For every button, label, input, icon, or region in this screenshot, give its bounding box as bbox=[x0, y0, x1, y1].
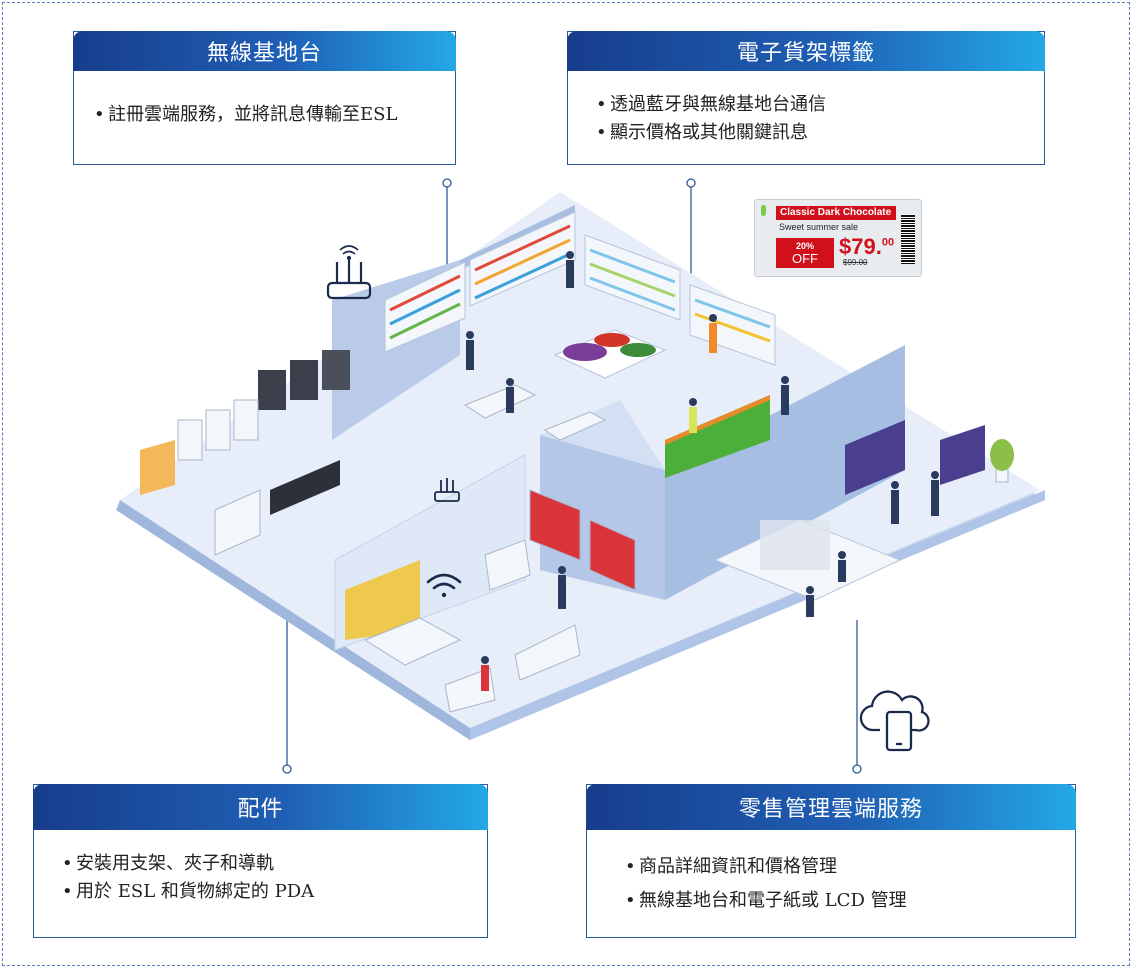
appliances bbox=[140, 350, 350, 556]
card-esl: 電子貨架標籤 透過藍牙與無線基地台通信 顯示價格或其他關鍵訊息 bbox=[567, 31, 1045, 165]
esl-price: $79.00 bbox=[839, 234, 894, 260]
list-item: 註冊雲端服務，並將訊息傳輸至ESL bbox=[94, 101, 455, 129]
wifi-icon bbox=[426, 573, 462, 598]
list-item: 用於 ESL 和貨物綁定的 PDA bbox=[62, 878, 487, 906]
office-area bbox=[713, 420, 985, 601]
list-item: 顯示價格或其他關鍵訊息 bbox=[596, 119, 1044, 147]
card-title: 電子貨架標籤 bbox=[567, 31, 1045, 71]
card-list: 透過藍牙與無線基地台通信 顯示價格或其他關鍵訊息 bbox=[568, 71, 1044, 147]
esl-subtitle: Sweet summer sale bbox=[779, 222, 859, 232]
card-list: 註冊雲端服務，並將訊息傳輸至ESL bbox=[74, 71, 455, 129]
esl-discount-pct: 20% bbox=[795, 241, 814, 251]
card-accessories: 配件 安裝用支架、夾子和導軌 用於 ESL 和貨物綁定的 PDA bbox=[33, 784, 488, 938]
card-base-station: 無線基地台 註冊雲端服務，並將訊息傳輸至ESL bbox=[73, 31, 456, 165]
cloud-phone-icon bbox=[859, 690, 930, 752]
shelves bbox=[384, 211, 776, 366]
esl-price-cents: 00 bbox=[881, 236, 895, 249]
esl-price-tag: Classic Dark Chocolate Sweet summer sale… bbox=[754, 199, 922, 277]
router-icon bbox=[434, 478, 460, 502]
list-item: 透過藍牙與無線基地台通信 bbox=[596, 91, 1044, 119]
card-title: 無線基地台 bbox=[73, 31, 456, 71]
card-list: 商品詳細資訊和價格管理 無線基地台和電子紙或 LCD 管理 bbox=[587, 830, 1075, 918]
card-cloud: 零售管理雲端服務 商品詳細資訊和價格管理 無線基地台和電子紙或 LCD 管理 bbox=[586, 784, 1076, 938]
esl-discount-word: OFF bbox=[792, 251, 818, 266]
checkout-counters bbox=[463, 384, 607, 441]
plant-decor bbox=[990, 439, 1014, 483]
card-title: 零售管理雲端服務 bbox=[586, 784, 1076, 830]
esl-old-price: $99.00 bbox=[843, 258, 868, 267]
electronics-counters bbox=[363, 489, 636, 713]
barcode bbox=[901, 214, 915, 264]
list-item: 商品詳細資訊和價格管理 bbox=[625, 850, 1075, 884]
esl-price-main: 79. bbox=[851, 234, 882, 259]
list-item: 安裝用支架、夾子和導軌 bbox=[62, 850, 487, 878]
router-icon bbox=[326, 245, 372, 300]
people bbox=[466, 251, 939, 691]
electronics-room bbox=[334, 454, 526, 651]
card-list: 安裝用支架、夾子和導軌 用於 ESL 和貨物綁定的 PDA bbox=[34, 830, 487, 906]
esl-currency: $ bbox=[839, 234, 852, 259]
esl-product-name: Classic Dark Chocolate bbox=[776, 206, 896, 220]
status-led bbox=[761, 205, 766, 216]
esl-discount-box: 20% OFF bbox=[776, 238, 834, 268]
card-title: 配件 bbox=[33, 784, 488, 830]
list-item: 無線基地台和電子紙或 LCD 管理 bbox=[625, 884, 1075, 918]
